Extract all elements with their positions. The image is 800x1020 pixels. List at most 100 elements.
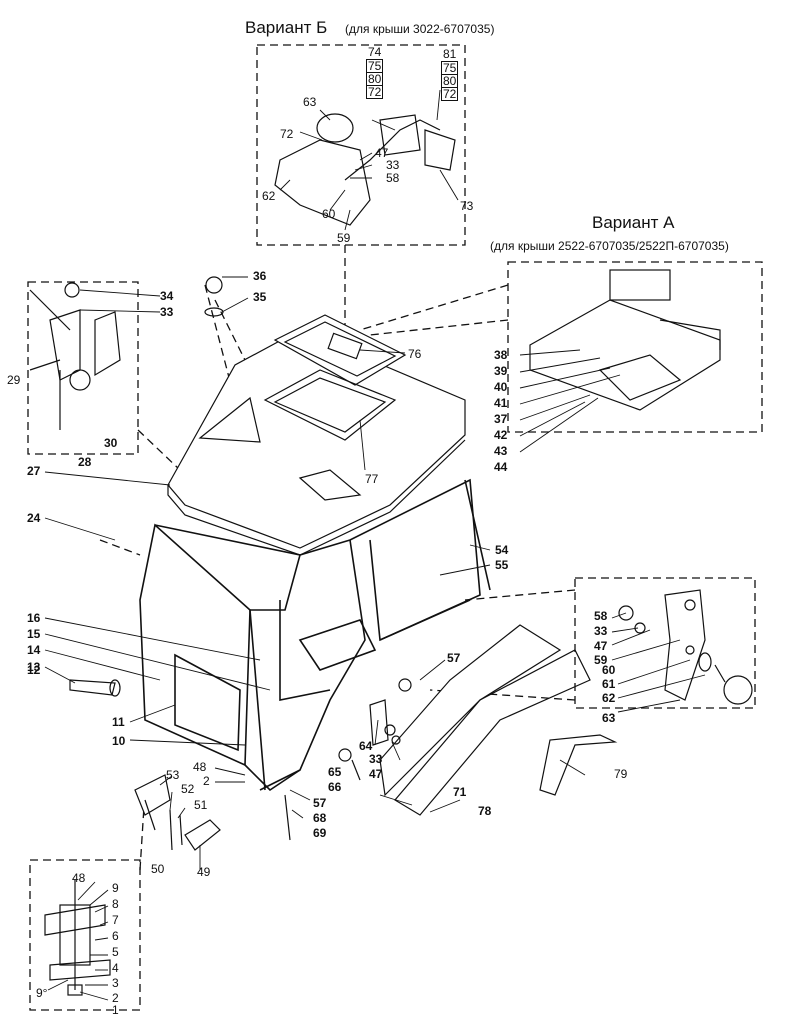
callout-2: 2	[203, 774, 210, 788]
handle-sketch	[69, 679, 121, 697]
callout-81: 81	[443, 47, 457, 61]
dashed-frames	[27, 44, 763, 1011]
callout-77: 77	[365, 472, 379, 486]
callout-3: 3	[112, 976, 119, 990]
callout-5: 5	[112, 945, 119, 959]
callout-72: 72	[280, 127, 294, 141]
variant-a-sketch	[529, 269, 721, 411]
callout-76: 76	[408, 347, 422, 361]
callout-72: 72	[441, 87, 459, 101]
callout-2: 2	[112, 991, 119, 1005]
latch-sketch	[618, 589, 753, 705]
callout-60: 60	[602, 663, 616, 677]
connector-latch	[464, 589, 576, 601]
callout-58: 58	[594, 609, 608, 623]
callout-57: 57	[447, 651, 461, 665]
callout-74: 74	[368, 45, 382, 59]
callout-71: 71	[453, 785, 467, 799]
callout-11: 11	[112, 715, 125, 729]
callout-54: 54	[495, 543, 509, 557]
roof-bolt-sketch	[204, 276, 224, 317]
callout-75: 75	[366, 59, 384, 73]
callout-33: 33	[160, 305, 174, 319]
callout-63: 63	[602, 711, 616, 725]
callout-52: 52	[181, 782, 195, 796]
callout-15: 15	[27, 627, 41, 641]
leader-lines	[44, 89, 706, 1001]
callout-37: 37	[494, 412, 508, 426]
callout-69: 69	[313, 826, 327, 840]
callout-80: 80	[441, 74, 459, 88]
callout-48: 48	[193, 760, 207, 774]
callout-13: 13	[27, 660, 41, 674]
callout-72: 72	[366, 85, 384, 99]
callout-64: 64	[359, 739, 373, 753]
callout-65: 65	[328, 765, 342, 779]
callout-68: 68	[313, 811, 327, 825]
roof-hatch	[263, 314, 407, 441]
callout-6: 6	[112, 929, 119, 943]
mount-section-sketch	[44, 880, 111, 996]
callout-36: 36	[253, 269, 267, 283]
callout-42: 42	[494, 428, 508, 442]
callout-16: 16	[27, 611, 41, 625]
callout-66: 66	[328, 780, 342, 794]
callout-48: 48	[72, 871, 86, 885]
callout-79: 79	[614, 767, 628, 781]
callout-51: 51	[194, 798, 208, 812]
callout-53: 53	[166, 768, 180, 782]
callout-9-degree: 9°	[36, 986, 48, 1000]
callout-12: 12	[27, 663, 41, 677]
callout-34: 34	[160, 289, 174, 303]
callout-60: 60	[322, 207, 336, 221]
callout-38: 38	[494, 348, 508, 362]
callout-29: 29	[7, 373, 21, 387]
callout-28: 28	[78, 455, 92, 469]
variant-b-subtitle: (для крыши 3022-6707035)	[345, 22, 495, 36]
callout-35: 35	[253, 290, 267, 304]
connector-hinge	[137, 429, 181, 471]
callout-44: 44	[494, 460, 508, 474]
callout-39: 39	[494, 364, 508, 378]
callout-43: 43	[494, 444, 508, 458]
connector-a-roof-2	[369, 319, 509, 336]
callout-14: 14	[27, 643, 41, 657]
variant-b-title: Вариант Б	[245, 18, 328, 37]
variant-b-sketch	[274, 113, 456, 226]
callout-62: 62	[602, 691, 616, 705]
callout-33: 33	[369, 752, 383, 766]
callout-47: 47	[375, 146, 389, 160]
callout-55: 55	[495, 558, 509, 572]
mount-brackets-sketch	[134, 774, 221, 851]
cab-frame	[139, 478, 491, 792]
callout-30: 30	[104, 436, 118, 450]
variant-a-title: Вариант А	[592, 213, 675, 232]
callout-1: 1	[112, 1003, 119, 1017]
callout-33: 33	[386, 158, 400, 172]
callout-61: 61	[602, 677, 616, 691]
callout-33: 33	[594, 624, 608, 638]
connector-a-roof-1	[359, 284, 509, 331]
hinge-detail-frame	[27, 281, 139, 455]
callout-47: 47	[594, 639, 608, 653]
mount-detail-frame	[29, 859, 141, 1011]
callout-41: 41	[494, 396, 508, 410]
variant-a-subtitle: (для крыши 2522-6707035/2522П-6707035)	[490, 239, 729, 253]
callout-62: 62	[262, 189, 276, 203]
callout-40: 40	[494, 380, 508, 394]
connector-bolt-roof	[204, 284, 241, 421]
connector-24	[99, 539, 141, 556]
callout-57: 57	[313, 796, 327, 810]
callout-4: 4	[112, 961, 119, 975]
callout-78: 78	[478, 804, 492, 818]
hinge-sketch	[29, 282, 121, 430]
callout-50: 50	[151, 862, 165, 876]
step-bracket	[539, 734, 618, 796]
callout-8: 8	[112, 897, 119, 911]
callout-73: 73	[460, 199, 474, 213]
callout-7: 7	[112, 913, 119, 927]
variant-a-frame	[507, 261, 763, 433]
callout-58: 58	[386, 171, 400, 185]
callout-80: 80	[366, 72, 384, 86]
